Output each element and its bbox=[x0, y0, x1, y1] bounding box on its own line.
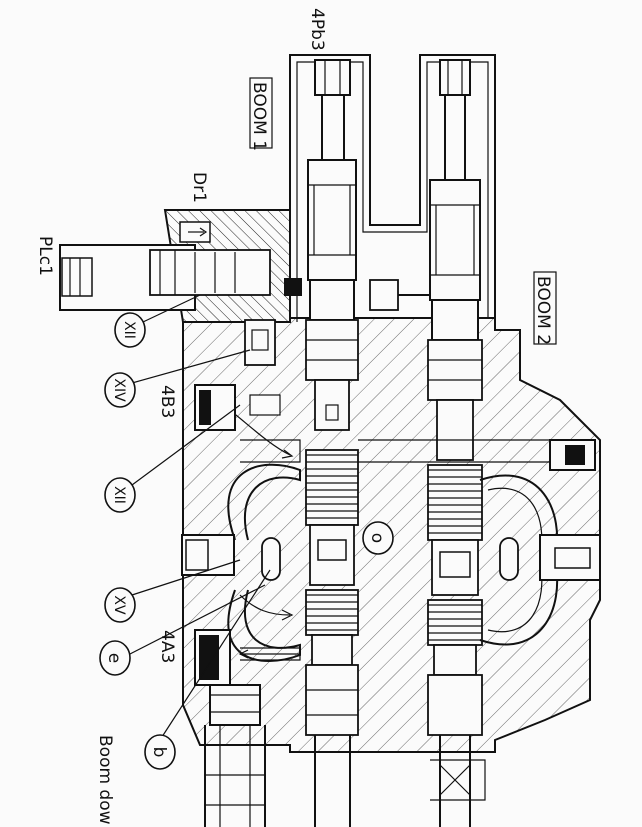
label-boom-2-box: BOOM 2 bbox=[533, 271, 557, 345]
callout-xii-mid: XII bbox=[104, 477, 136, 513]
label-4pb3: 4Pb3 bbox=[307, 8, 327, 51]
callout-o: o bbox=[362, 521, 394, 555]
side-ports bbox=[181, 319, 601, 686]
svg-text:BOOM 1: BOOM 1 bbox=[249, 82, 269, 151]
spool-1-ribs-a bbox=[306, 454, 358, 519]
svg-text:XII: XII bbox=[121, 321, 137, 339]
callout-xv: XV bbox=[104, 587, 136, 623]
label-4b3: 4B3 bbox=[157, 385, 177, 418]
callout-e: e bbox=[99, 640, 131, 676]
svg-text:o: o bbox=[367, 533, 387, 543]
label-4a3: 4A3 bbox=[157, 630, 177, 663]
label-boom-down: Boom dow bbox=[95, 735, 115, 825]
bottom-actuator bbox=[204, 684, 266, 827]
spool-2-ribs-a bbox=[428, 469, 482, 534]
svg-text:XV: XV bbox=[111, 595, 127, 615]
spool-1-ribs-b bbox=[306, 594, 358, 631]
spool-boom-1 bbox=[305, 59, 359, 827]
callout-leaders bbox=[127, 294, 271, 741]
spool-2-ribs-b bbox=[428, 604, 482, 641]
svg-text:BOOM 2: BOOM 2 bbox=[533, 276, 553, 345]
label-dr1: Dr1 bbox=[189, 172, 209, 203]
svg-text:e: e bbox=[104, 653, 124, 663]
callout-b: b bbox=[144, 734, 176, 770]
svg-text:XIV: XIV bbox=[111, 378, 127, 402]
upper-housing bbox=[289, 54, 496, 322]
svg-text:b: b bbox=[149, 747, 169, 758]
spool-boom-2 bbox=[369, 59, 486, 827]
pilot-housing bbox=[59, 209, 302, 323]
svg-text:XII: XII bbox=[111, 486, 127, 504]
callout-xiv: XIV bbox=[104, 372, 136, 408]
label-boom-1-box: BOOM 1 bbox=[249, 77, 273, 151]
label-plc1: PLc1 bbox=[35, 236, 55, 276]
callout-xii-top: XII bbox=[114, 312, 146, 348]
